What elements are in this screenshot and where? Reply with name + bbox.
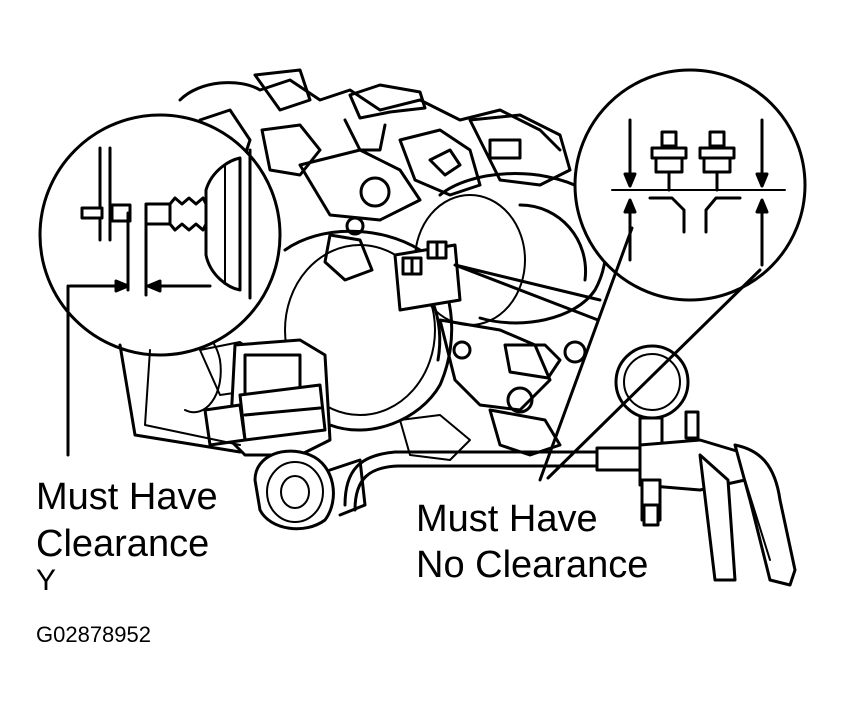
leader-left <box>118 343 242 454</box>
label-must-have-no-clearance-line2: No Clearance <box>416 544 649 586</box>
leader-right <box>453 263 602 322</box>
label-must-have-clearance-line2: Clearance <box>36 523 210 565</box>
label-must-have-clearance-line1: Must Have <box>36 476 218 518</box>
throttle-body <box>174 172 608 461</box>
vacuum-actuator <box>203 338 367 531</box>
leader-left-2 <box>144 349 241 446</box>
label-marker-y: Y <box>36 564 57 597</box>
figure-code: G02878952 <box>36 622 151 647</box>
label-must-have-no-clearance-line1: Must Have <box>416 498 598 540</box>
vacuum-hose <box>343 450 602 512</box>
detail-circle-clearance <box>38 113 282 457</box>
leader-no-clearance <box>538 226 762 482</box>
detail-circle-no-clearance <box>573 68 807 302</box>
vacuum-pump-gauge <box>595 344 797 587</box>
